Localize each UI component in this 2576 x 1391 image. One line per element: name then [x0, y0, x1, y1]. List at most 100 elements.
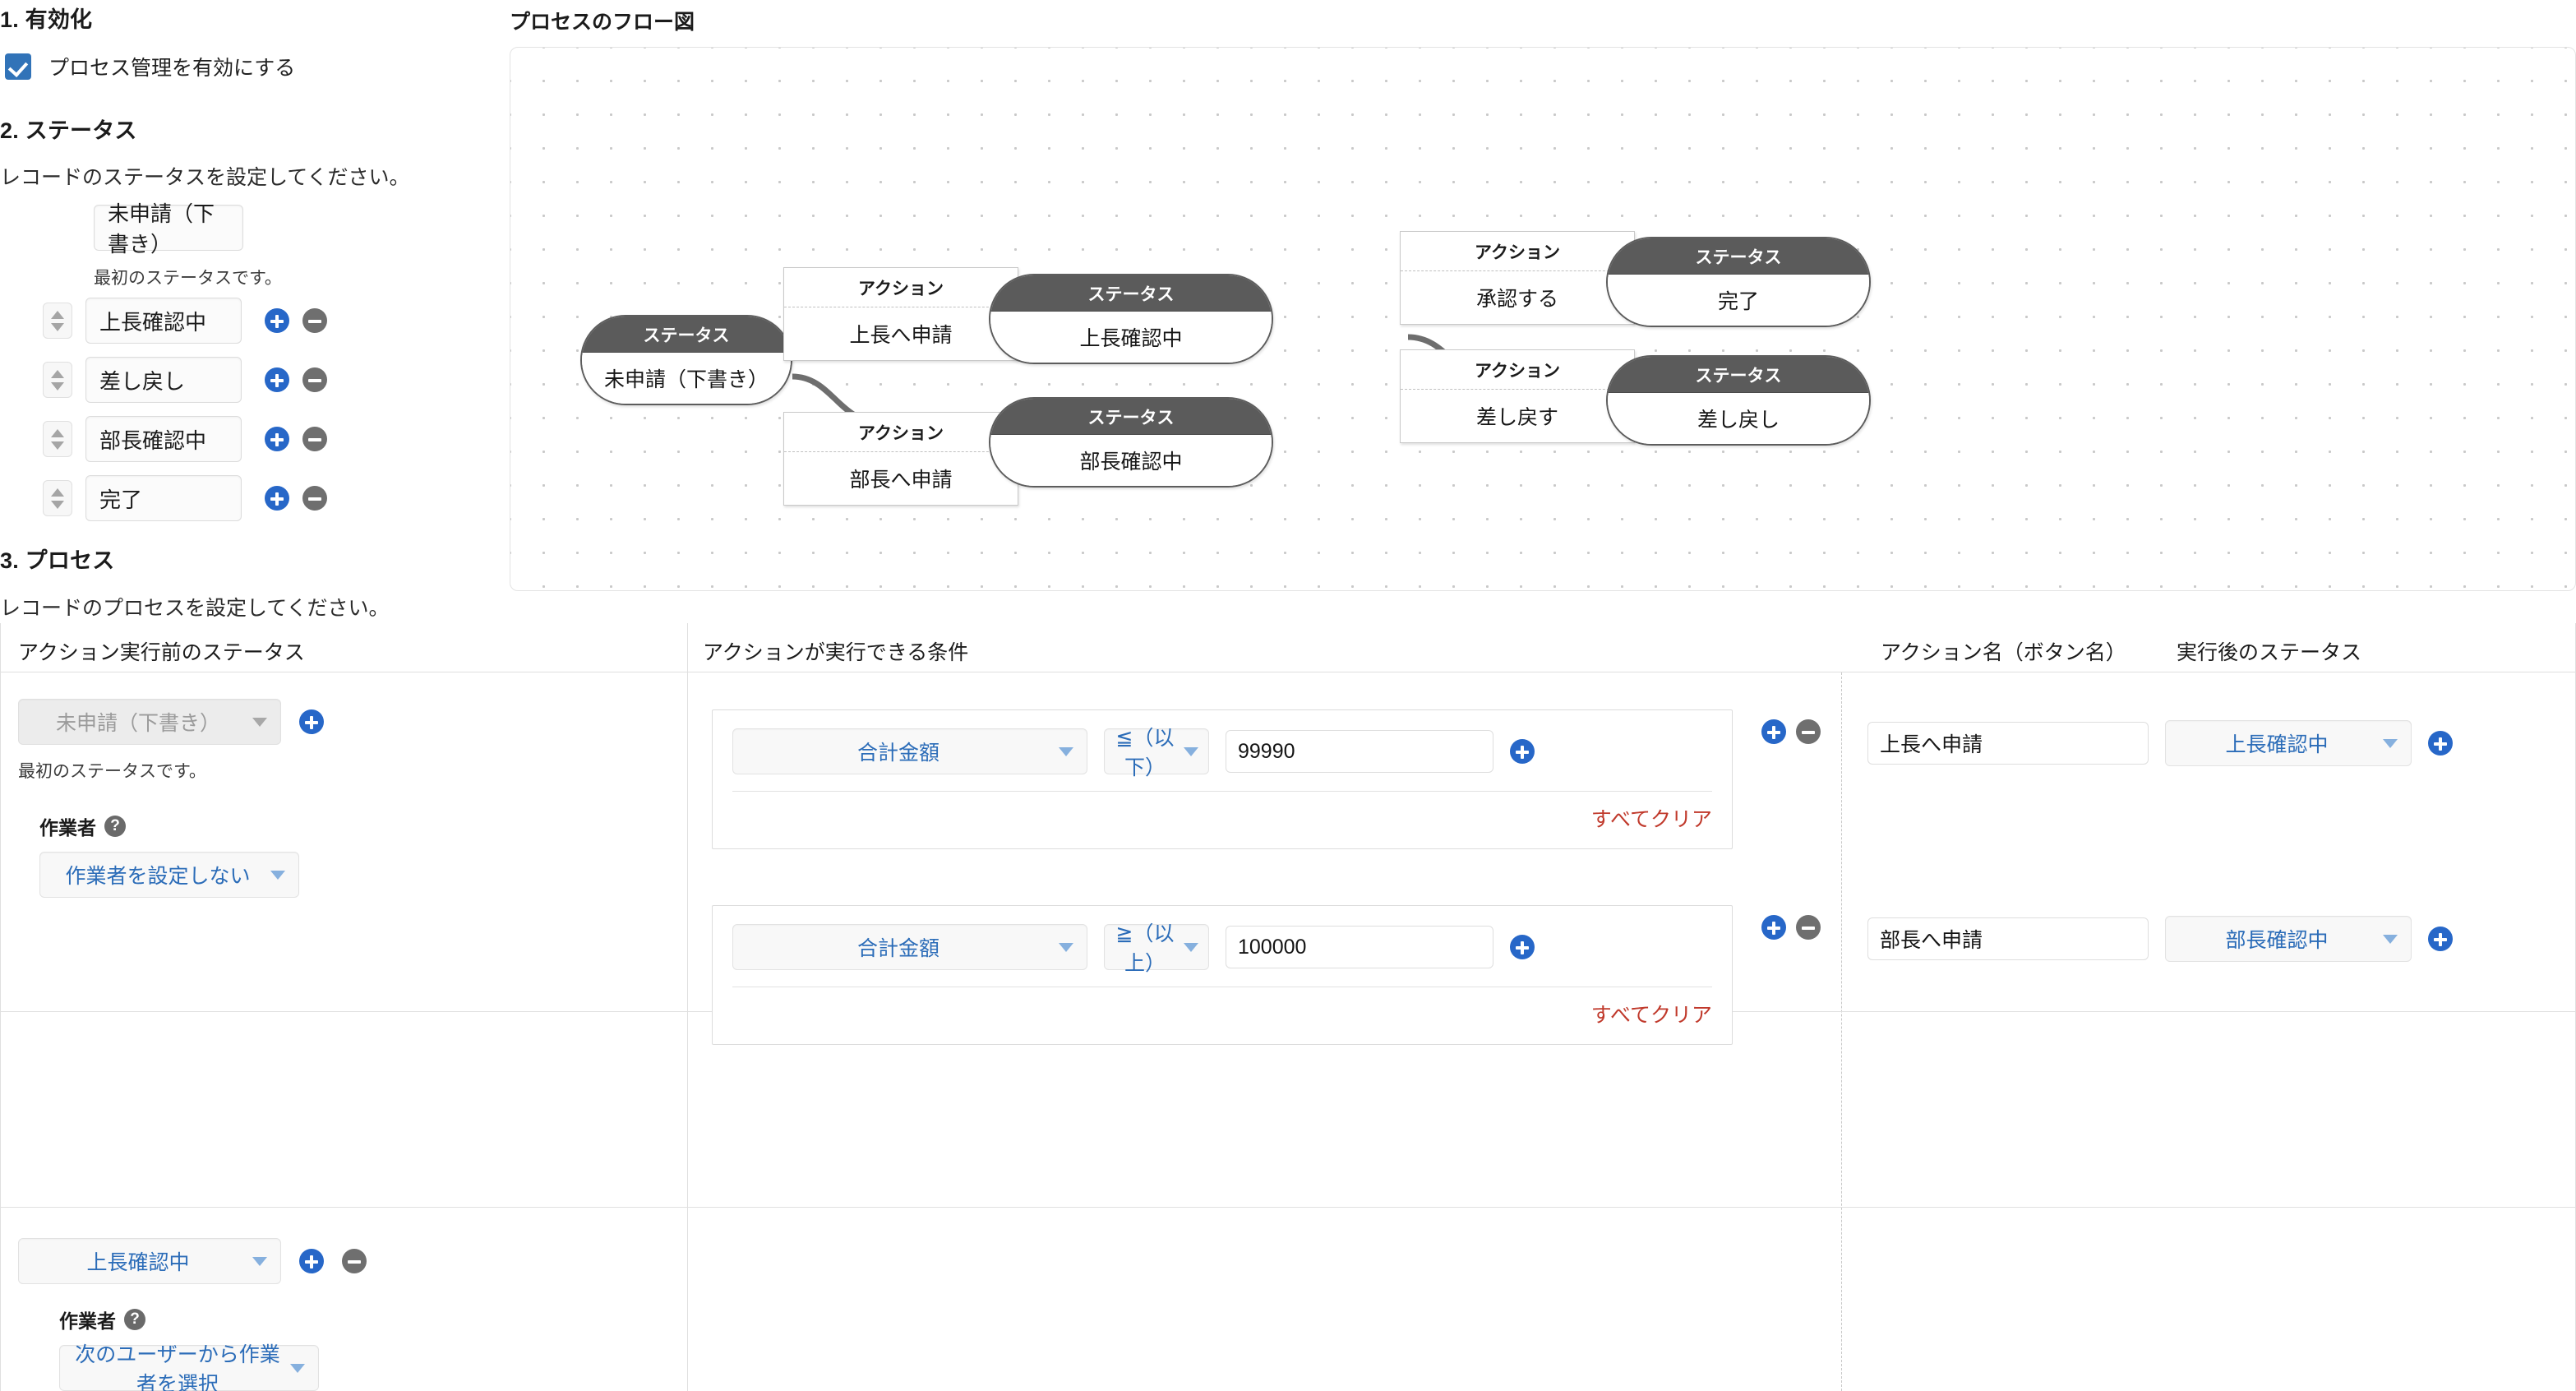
chevron-down-icon: [1184, 942, 1198, 952]
row1-action2-name-cell: 部長へ申請 部長確認中: [1867, 916, 2453, 962]
col-header-action-name: アクション名（ボタン名）: [1881, 641, 2126, 664]
add-status-icon[interactable]: [265, 308, 289, 333]
flow-node-status-mishinsei[interactable]: ステータス 未申請（下書き）: [580, 315, 792, 405]
add-after-status-icon[interactable]: [2428, 927, 2453, 951]
table-border-left: [0, 623, 1, 1391]
chevron-down-icon: [252, 717, 267, 727]
col-header-condition: アクションが実行できる条件: [703, 641, 969, 664]
chevron-down-icon: [252, 1256, 267, 1266]
process-table-header: アクション実行前のステータス アクションが実行できる条件 アクション名（ボタン名…: [0, 623, 2576, 672]
row1-action2-rowctl: [1761, 915, 1821, 940]
remove-status-icon[interactable]: [302, 367, 327, 392]
action-name-input[interactable]: 部長へ申請: [1867, 917, 2149, 960]
flow-node-type-label: アクション: [784, 413, 1018, 452]
flow-node-type-label: ステータス: [582, 317, 791, 353]
row2-remove-process-icon[interactable]: [342, 1249, 367, 1273]
row1-action1-rowctl: [1761, 719, 1821, 744]
flow-node-type-label: ステータス: [1608, 238, 1869, 275]
reorder-spinner-icon[interactable]: [43, 303, 72, 339]
help-icon[interactable]: ?: [104, 816, 126, 837]
enable-process-checkbox-row[interactable]: プロセス管理を有効にする: [5, 52, 295, 81]
flow-node-action-joucho-shinsei[interactable]: アクション 上長へ申請: [783, 267, 1018, 361]
row1-before-status-select: 未申請（下書き）: [18, 699, 281, 745]
add-status-icon[interactable]: [265, 367, 289, 392]
row2-before-status-select[interactable]: 上長確認中: [18, 1238, 281, 1284]
row2-assignee-select[interactable]: 次のユーザーから作業者を選択: [59, 1343, 319, 1391]
condition-value-input[interactable]: 99990: [1226, 730, 1493, 773]
chevron-down-icon: [1059, 942, 1073, 952]
chevron-down-icon: [1184, 746, 1198, 756]
remove-status-icon[interactable]: [302, 486, 327, 511]
flow-node-action-buchou-shinsei[interactable]: アクション 部長へ申請: [783, 412, 1018, 506]
status-row: 完了: [43, 475, 327, 521]
after-status-select[interactable]: 上長確認中: [2165, 720, 2412, 766]
chevron-down-icon: [2383, 934, 2398, 944]
help-icon[interactable]: ?: [124, 1309, 145, 1330]
settings-left-column: 1. 有効化 プロセス管理を有効にする 2. ステータス レコードのステータスを…: [0, 0, 510, 625]
add-status-icon[interactable]: [265, 486, 289, 511]
flow-node-status-joucho-kakunin[interactable]: ステータス 上長確認中: [989, 274, 1273, 364]
chevron-down-icon: [290, 1363, 305, 1373]
row2-add-process-icon[interactable]: [299, 1249, 324, 1273]
flow-diagram-panel: ステータス 未申請（下書き） アクション 上長へ申請 アクション 部長へ申請 ス…: [510, 47, 2576, 591]
check-icon[interactable]: [5, 53, 31, 80]
flow-node-action-shounin[interactable]: アクション 承認する: [1400, 231, 1635, 325]
action-name-input[interactable]: 上長へ申請: [1867, 722, 2149, 765]
flow-node-type-label: アクション: [1401, 232, 1634, 271]
status-name-input[interactable]: 差し戻し: [85, 357, 242, 403]
row1-assignee-select[interactable]: 作業者を設定しない: [39, 852, 299, 898]
flow-node-status-buchou-kakunin[interactable]: ステータス 部長確認中: [989, 397, 1273, 488]
flow-node-label: 未申請（下書き）: [582, 353, 791, 404]
chevron-down-icon: [2383, 738, 2398, 748]
add-condition-icon[interactable]: [1510, 739, 1535, 764]
condition-value-input[interactable]: 100000: [1226, 926, 1493, 968]
after-status-select[interactable]: 部長確認中: [2165, 916, 2412, 962]
remove-action-icon[interactable]: [1796, 719, 1821, 744]
chevron-down-icon: [1059, 746, 1073, 756]
column-divider-dashed: [1841, 672, 1842, 1391]
status-row: 差し戻し: [43, 357, 327, 403]
flow-node-type-label: アクション: [1401, 350, 1634, 390]
add-status-icon[interactable]: [265, 427, 289, 451]
status-row: 部長確認中: [43, 416, 327, 462]
condition-operator-select[interactable]: ≧（以上）: [1104, 922, 1209, 975]
remove-status-icon[interactable]: [302, 427, 327, 451]
flow-node-label: 差し戻す: [1475, 406, 1558, 429]
add-action-icon[interactable]: [1761, 719, 1786, 744]
clear-all-conditions-link[interactable]: すべてクリア: [1590, 1004, 1712, 1027]
row1-add-process-icon[interactable]: [299, 709, 324, 734]
add-condition-icon[interactable]: [1510, 935, 1535, 959]
flow-node-label: 部長確認中: [990, 435, 1272, 486]
flow-node-action-sashimodosu[interactable]: アクション 差し戻す: [1400, 349, 1635, 443]
remove-action-icon[interactable]: [1796, 915, 1821, 940]
flow-diagram-title: プロセスのフロー図: [510, 11, 695, 34]
add-after-status-icon[interactable]: [2428, 731, 2453, 756]
first-status-input[interactable]: 未申請（下書き）: [94, 201, 243, 256]
reorder-spinner-icon[interactable]: [43, 480, 72, 516]
enable-process-label: プロセス管理を有効にする: [48, 57, 296, 80]
row1-action1-name-cell: 上長へ申請 上長確認中: [1867, 720, 2453, 766]
remove-status-icon[interactable]: [302, 308, 327, 333]
add-action-icon[interactable]: [1761, 915, 1786, 940]
condition-operator-select[interactable]: ≦（以下）: [1104, 727, 1209, 779]
flow-node-type-label: ステータス: [990, 275, 1272, 312]
flow-node-label: 承認する: [1475, 288, 1558, 311]
status-row: 上長確認中: [43, 298, 327, 344]
row2-status-cell: 上長確認中 作業者 ? 次のユーザーから作業者を選択 ユーザーを追加: [18, 1238, 643, 1391]
flow-node-status-sashimodoshi[interactable]: ステータス 差し戻し: [1606, 355, 1871, 446]
clear-all-conditions-link[interactable]: すべてクリア: [1590, 808, 1712, 831]
flow-node-label: 完了: [1608, 275, 1869, 326]
row1-action1-condition-card: 合計金額 ≦（以下） 99990 すべてクリア: [712, 709, 1733, 849]
condition-field-select[interactable]: 合計金額: [732, 924, 1087, 970]
status-description: レコードのステータスを設定してください。: [0, 166, 410, 189]
reorder-spinner-icon[interactable]: [43, 362, 72, 398]
condition-field-select[interactable]: 合計金額: [732, 728, 1087, 774]
reorder-spinner-icon[interactable]: [43, 421, 72, 457]
flow-node-status-kanryou[interactable]: ステータス 完了: [1606, 237, 1871, 327]
status-name-input[interactable]: 部長確認中: [85, 416, 242, 462]
process-description: レコードのプロセスを設定してください。: [0, 597, 390, 620]
status-name-input[interactable]: 完了: [85, 475, 242, 521]
status-name-input[interactable]: 上長確認中: [85, 298, 242, 344]
flow-node-label: 上長確認中: [990, 312, 1272, 363]
